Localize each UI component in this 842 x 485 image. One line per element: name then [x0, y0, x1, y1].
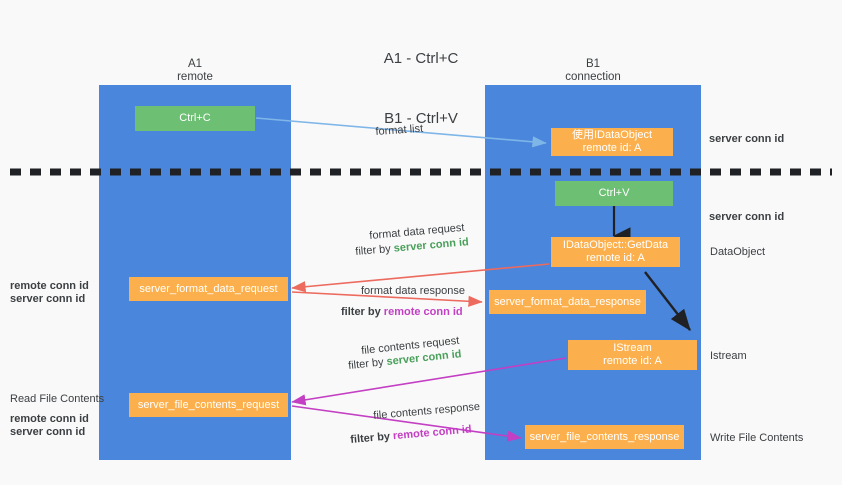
box-istream-line2: remote id: A	[603, 355, 662, 367]
label-file-contents-response-filter-prefix: filter by	[349, 430, 394, 447]
box-ctrl-v-label: Ctrl+V	[598, 187, 630, 199]
left-label-remote-conn-id-1: remote conn id	[10, 280, 89, 292]
label-format-data-response: format data response	[361, 285, 465, 297]
box-server-file-contents-request-label: server_file_contents_request	[137, 398, 280, 411]
box-server-file-contents-response-label: server_file_contents_response	[529, 430, 680, 443]
right-label-server-conn-id-mid: server conn id	[709, 211, 785, 223]
column-header-b1-name: B1	[585, 58, 601, 70]
left-label-server-conn-id-1: server conn id	[10, 293, 86, 305]
box-server-format-data-response-label: server_format_data_response	[494, 295, 641, 308]
left-label-read-file-contents: Read File Contents	[10, 393, 105, 405]
box-istream-line1: IStream	[613, 342, 652, 354]
box-create-idataobject-line2: remote id: A	[582, 142, 642, 154]
box-idataobject-getdata-line2: remote id: A	[586, 252, 645, 264]
column-header-a1: A1 remote	[99, 58, 291, 84]
box-server-file-contents-request[interactable]: server_file_contents_request	[129, 393, 288, 417]
column-header-a1-name: A1	[187, 58, 203, 70]
box-ctrl-c-label: Ctrl+C	[179, 112, 211, 124]
box-server-format-data-response[interactable]: server_format_data_response	[489, 290, 646, 314]
box-create-idataobject[interactable]: 使用IDataObject remote id: A	[551, 128, 673, 156]
box-server-format-data-request[interactable]: server_format_data_request	[129, 277, 288, 301]
right-label-dataobject: DataObject	[710, 246, 766, 258]
box-server-format-data-request-label: server_format_data_request	[139, 282, 278, 295]
label-format-data-response-filter: filter by remote conn id	[341, 305, 463, 319]
column-header-a1-sub: remote	[177, 71, 213, 83]
column-header-b1: B1 connection	[485, 58, 701, 84]
box-server-file-contents-response[interactable]: server_file_contents_response	[525, 425, 684, 449]
box-ctrl-c[interactable]: Ctrl+C	[135, 106, 255, 131]
title-line-1: A1 - Ctrl+C	[383, 50, 459, 67]
label-file-contents-response-filter: filter by remote conn id	[350, 422, 472, 447]
right-label-istream: Istream	[710, 350, 747, 362]
box-idataobject-getdata[interactable]: IDataObject::GetData remote id: A	[551, 237, 680, 267]
label-format-data-request-filter-prefix: filter by	[354, 242, 395, 259]
right-label-server-conn-id-top: server conn id	[709, 133, 785, 145]
left-label-server-conn-id-2: server conn id	[10, 426, 86, 438]
box-ctrl-v[interactable]: Ctrl+V	[555, 181, 673, 206]
left-label-remote-conn-id-2: remote conn id	[10, 413, 89, 425]
box-create-idataobject-line1: 使用IDataObject	[571, 129, 653, 141]
label-file-contents-response: file contents response	[372, 400, 481, 423]
right-label-write-file-contents: Write File Contents	[710, 432, 804, 444]
box-idataobject-getdata-line1: IDataObject::GetData	[562, 239, 669, 251]
column-header-b1-sub: connection	[565, 71, 621, 83]
box-istream[interactable]: IStream remote id: A	[568, 340, 697, 370]
label-file-contents-request-filter-prefix: filter by	[347, 356, 388, 373]
label-file-contents-response-filter-value: remote conn id	[392, 423, 473, 443]
label-format-data-response-filter-prefix: filter by	[341, 306, 384, 318]
label-format-data-response-filter-value: remote conn id	[383, 306, 463, 318]
